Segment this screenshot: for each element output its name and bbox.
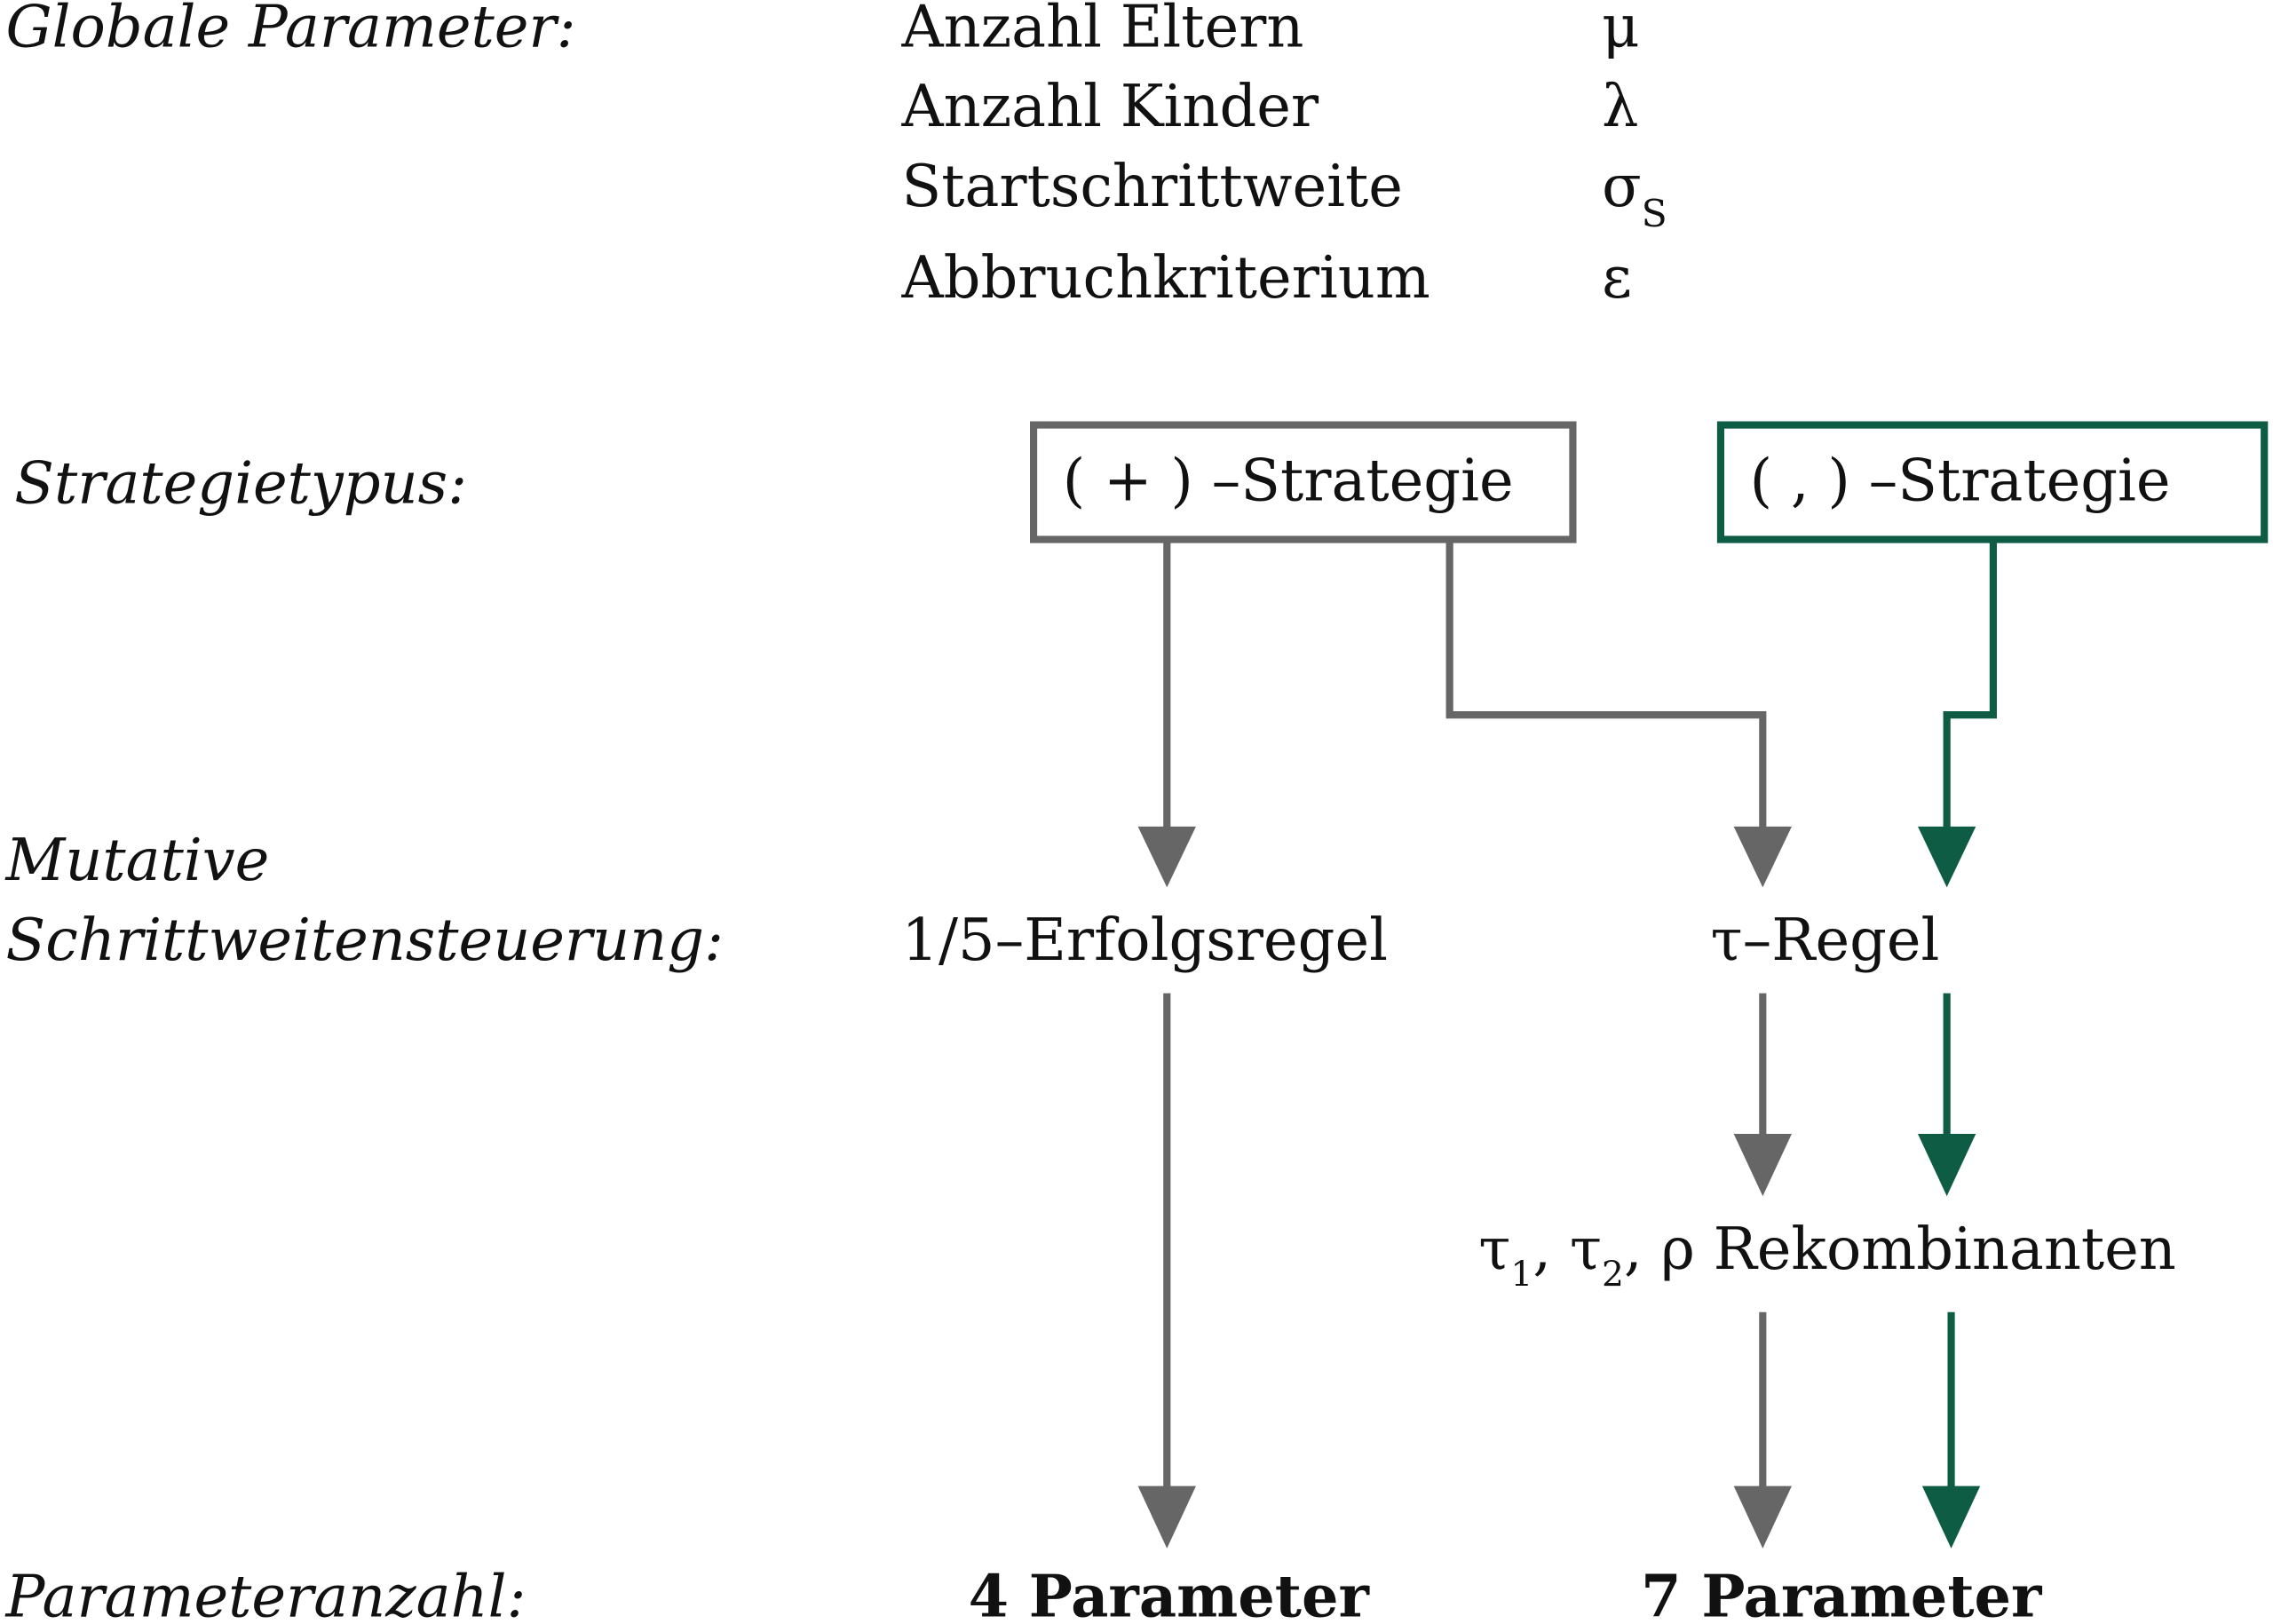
arrow-comma-to-tau bbox=[1943, 539, 1997, 830]
mutation-label-line2: Schrittweitensteuerung: bbox=[6, 907, 724, 974]
strategy-type-label: Strategietypus: bbox=[14, 450, 467, 518]
comma-parameter-count: 7 Parameter bbox=[1641, 1564, 2043, 1624]
mutation-label-line1: Mutative bbox=[5, 827, 270, 894]
param-symbol: λ bbox=[1602, 73, 1638, 140]
arrowhead-icon bbox=[1733, 1485, 1792, 1549]
arrowhead-icon bbox=[1733, 826, 1792, 888]
global-parameters-label: Globale Parameter: bbox=[6, 0, 576, 60]
tau-rule: τ–Regel bbox=[1711, 907, 1940, 974]
param-name: Startschrittweite bbox=[902, 153, 1403, 220]
param-name: Abbruchkriterium bbox=[901, 244, 1430, 312]
plus-parameter-count: 4 Parameter bbox=[969, 1564, 1371, 1624]
arrowhead-icon bbox=[1137, 1485, 1196, 1549]
arrowhead-icon bbox=[1921, 1485, 1981, 1549]
param-symbol: μ bbox=[1602, 0, 1639, 60]
arrowhead-icon bbox=[1137, 826, 1196, 888]
arrowhead-icon bbox=[1918, 1133, 1976, 1197]
param-name: Anzahl Eltern bbox=[901, 0, 1304, 60]
plus-strategy-box bbox=[1030, 421, 1577, 543]
recombinants-label: τ1, τ2, ρ Rekombinanten bbox=[1478, 1216, 2176, 1295]
plus-strategy-label: ( + ) –Strategie bbox=[1063, 447, 1514, 514]
param-symbol: ε bbox=[1602, 244, 1632, 312]
param-name: Anzahl Kinder bbox=[901, 73, 1319, 140]
arrow-plus-to-tau bbox=[1445, 539, 1767, 830]
arrowhead-icon bbox=[1918, 826, 1976, 888]
comma-strategy-label: ( , ) –Strategie bbox=[1750, 447, 2171, 514]
parameter-count-label: Parameteranzahl: bbox=[5, 1564, 527, 1624]
one-fifth-rule: 1/5–Erfolgsregel bbox=[902, 907, 1388, 974]
param-symbol: σS bbox=[1602, 153, 1667, 236]
arrowhead-icon bbox=[1733, 1133, 1792, 1197]
